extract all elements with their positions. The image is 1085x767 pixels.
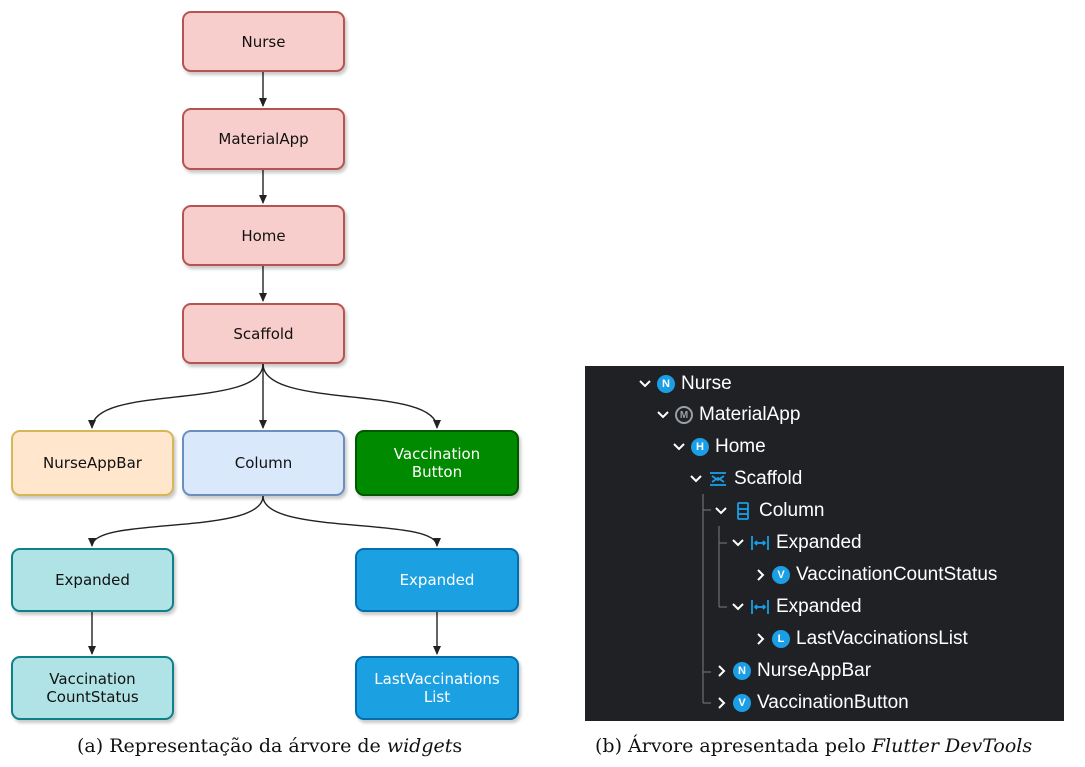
chevron-right-icon[interactable] [752,631,768,647]
tree-row-label: NurseAppBar [757,660,872,681]
edge-scaffold-vaccinationbutton [262,363,441,429]
tree-row-label: VaccinationCountStatus [796,564,998,585]
caption-b: (b) Árvore apresentada pelo Flutter DevT… [595,735,1032,757]
node-nurse: Nurse [182,11,345,72]
tree-row-expanded-2[interactable]: Expanded [730,591,862,623]
scaffold-icon [710,472,726,486]
caption-a-italic: widget [386,735,453,757]
tree-row-lastvaccinationslist[interactable]: L LastVaccinationsList [752,623,968,655]
devtools-widget-tree: N Nurse M MaterialApp H Home Scaffold Co… [585,366,1064,721]
expanded-icon [751,600,769,614]
tree-row-label: Column [759,500,825,521]
chevron-right-icon[interactable] [752,567,768,583]
chevron-down-icon[interactable] [713,503,729,519]
tree-row-nurseappbar[interactable]: N NurseAppBar [713,655,871,687]
tree-row-label: Expanded [776,596,862,617]
node-expanded-left: Expanded [11,548,174,612]
caption-a-prefix: (a) Representação da árvore de [77,735,387,757]
node-column: Column [182,430,345,496]
tree-row-materialapp[interactable]: M MaterialApp [655,399,800,431]
edge-column-expanded-left [88,495,264,547]
chevron-right-icon[interactable] [713,663,729,679]
node-home: Home [182,205,345,266]
widget-badge-icon: V [772,566,790,584]
diagram-connectors [88,72,441,655]
node-expanded-right: Expanded [355,548,519,612]
tree-row-label: MaterialApp [699,404,801,425]
widget-badge-icon: N [733,662,751,680]
tree-guide-lines [702,494,727,704]
tree-row-column[interactable]: Column [713,495,824,527]
column-icon [737,502,749,520]
tree-row-label: Scaffold [734,468,803,489]
chevron-down-icon[interactable] [730,535,746,551]
tree-row-scaffold[interactable]: Scaffold [688,463,802,495]
edge-column-expanded-right [262,495,441,547]
node-nurseappbar: NurseAppBar [11,430,174,496]
caption-b-prefix: (b) Árvore apresentada pelo [595,735,872,757]
chevron-down-icon[interactable] [688,471,704,487]
widget-badge-icon: H [691,438,709,456]
tree-row-nurse[interactable]: N Nurse [637,368,732,400]
chevron-down-icon[interactable] [671,439,687,455]
caption-a: (a) Representação da árvore de widgets [77,735,462,757]
edge-scaffold-nurseappbar [88,363,264,429]
node-lastvaccinationslist: LastVaccinations List [355,656,519,720]
widget-badge-icon: N [657,375,675,393]
caption-a-suffix: s [452,735,463,757]
node-materialapp: MaterialApp [182,108,345,170]
expanded-icon [751,536,769,550]
tree-row-label: VaccinationButton [757,692,909,713]
chevron-down-icon[interactable] [637,376,653,392]
node-scaffold: Scaffold [182,303,345,364]
node-vaccinationbutton: Vaccination Button [355,430,519,496]
tree-row-label: LastVaccinationsList [796,628,968,649]
widget-badge-icon: L [772,630,790,648]
tree-row-vaccinationbutton[interactable]: V VaccinationButton [713,687,909,719]
tree-row-label: Home [715,436,766,457]
chevron-right-icon[interactable] [713,695,729,711]
tree-row-label: Nurse [681,373,732,394]
chevron-down-icon[interactable] [655,407,671,423]
material-app-icon: M [675,406,693,424]
tree-row-expanded-1[interactable]: Expanded [730,527,862,559]
widget-badge-icon: V [733,694,751,712]
caption-b-italic: Flutter DevTools [871,735,1033,757]
tree-row-home[interactable]: H Home [671,431,766,463]
chevron-down-icon[interactable] [730,599,746,615]
tree-row-vaccinationcountstatus[interactable]: V VaccinationCountStatus [752,559,997,591]
node-vaccinationcountstatus: Vaccination CountStatus [11,656,174,720]
tree-row-label: Expanded [776,532,862,553]
